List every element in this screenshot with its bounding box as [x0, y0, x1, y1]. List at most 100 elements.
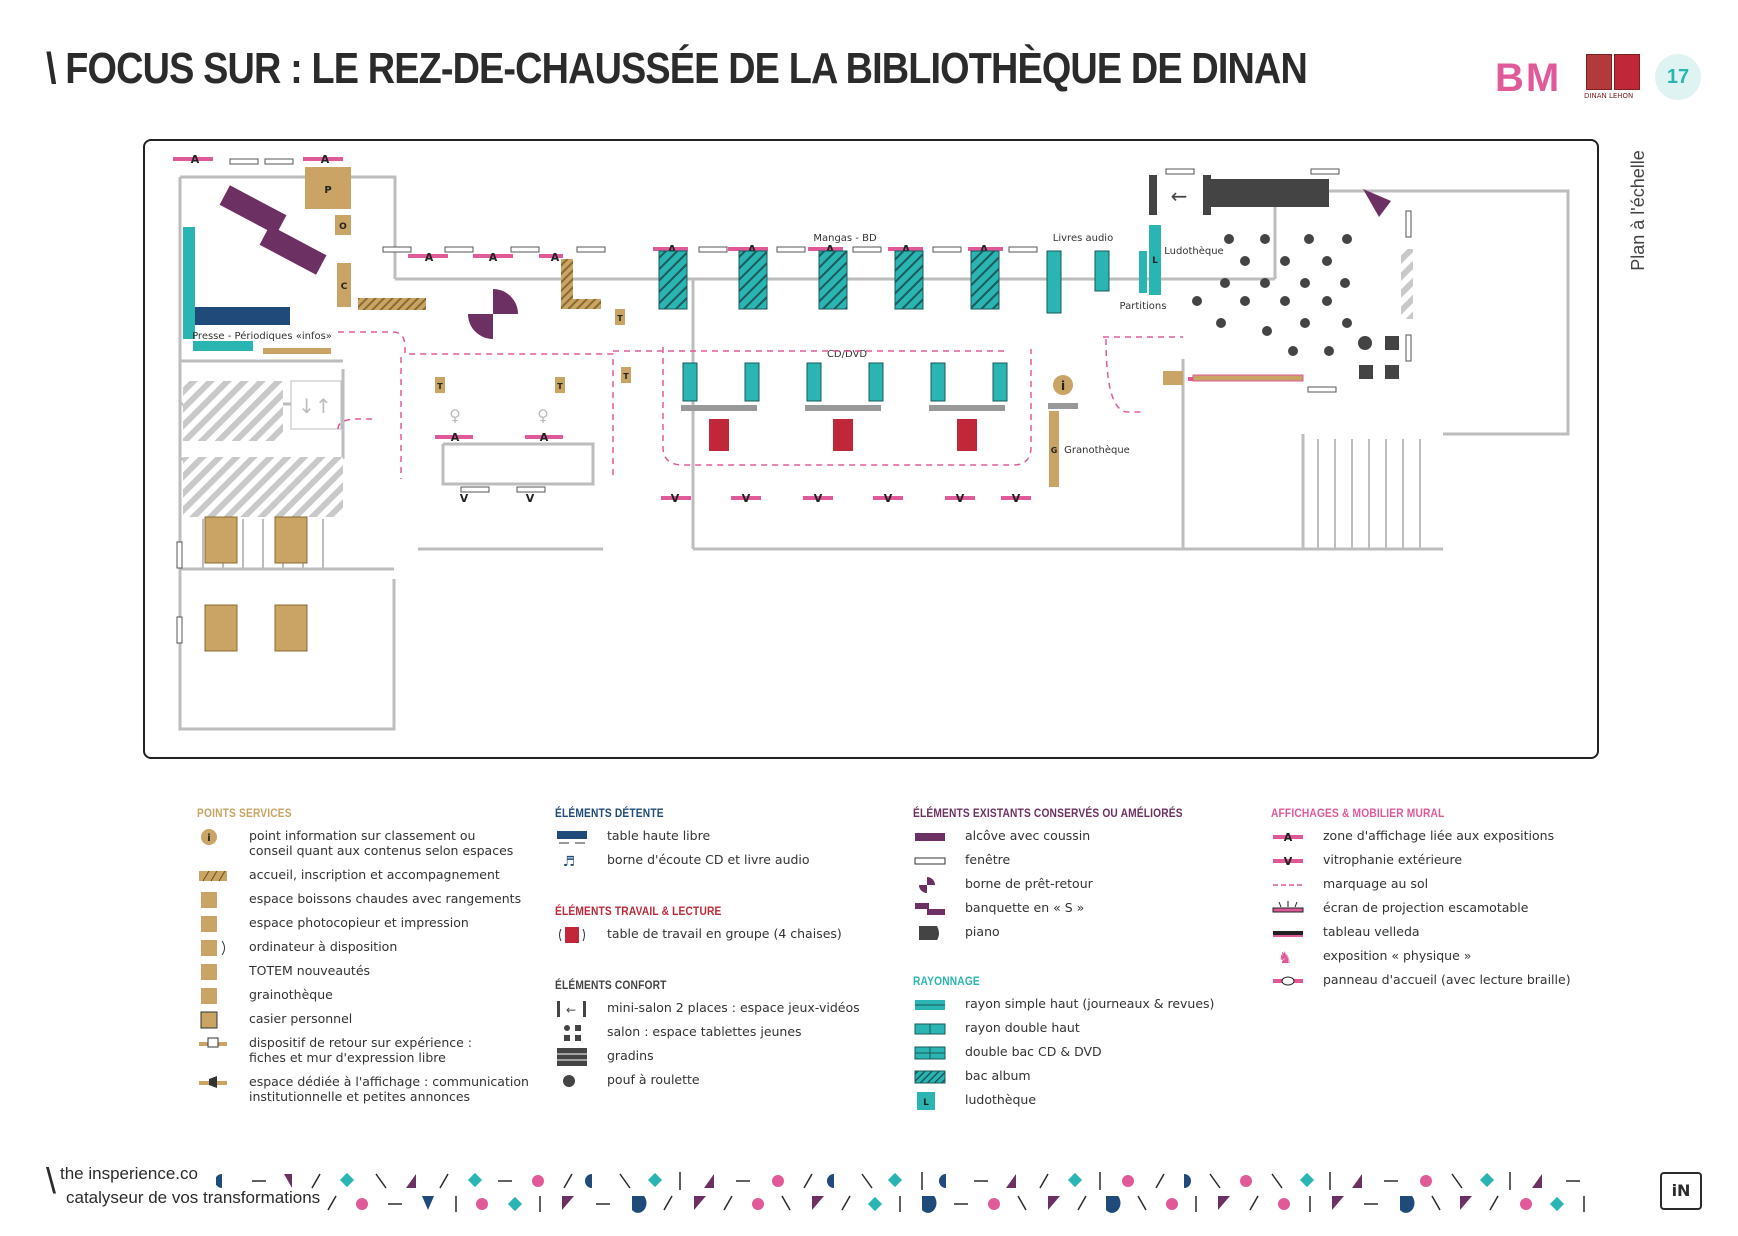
svg-text:V: V: [814, 492, 823, 505]
legend-text: marquage au sol: [1323, 876, 1429, 891]
point-photocopieur: [305, 167, 351, 209]
bac-cd-icon: [914, 1046, 946, 1060]
legend-points-services: POINTS SERVICES i point information sur …: [197, 806, 529, 1113]
group-tables: [204, 516, 308, 652]
svg-text:A: A: [980, 243, 989, 256]
marker-i: i: [1061, 379, 1065, 393]
rayon-double-icon: [914, 1023, 946, 1035]
legend-text: institutionnelle et petites annonces: [249, 1089, 471, 1104]
svg-text:♀: ♀: [449, 406, 461, 425]
legend-item-casier: casier personnel: [197, 1011, 529, 1029]
legend-item-table-groupe: table de travail en groupe (4 chaises): [555, 926, 860, 943]
slash-icon: \: [46, 1160, 57, 1201]
svg-text:V: V: [460, 492, 469, 505]
svg-text:V: V: [1284, 855, 1293, 868]
svg-text:←: ←: [566, 1003, 576, 1017]
svg-text:V: V: [1012, 492, 1021, 505]
velleda-icon: [1273, 931, 1303, 937]
svg-text:↓↑: ↓↑: [298, 394, 332, 418]
photocopieur-icon: [201, 916, 217, 932]
svg-text:♀: ♀: [537, 406, 549, 425]
svg-text:♬: ♬: [563, 854, 576, 870]
storage-zone: [183, 457, 343, 517]
legend-text: borne d'écoute CD et livre audio: [607, 852, 810, 867]
legend-text: table de travail en groupe (4 chaises): [607, 926, 842, 941]
svg-text:A: A: [489, 251, 498, 264]
speech-bubble-icon: [199, 1037, 227, 1048]
legend-item-info: i point information sur classement ou co…: [197, 828, 529, 858]
legend-affichages: AFFICHAGES & MOBILIER MURAL A zone d'aff…: [1271, 806, 1571, 996]
legend-item-table-haute: table haute libre: [555, 828, 860, 844]
legend-text: pouf à roulette: [607, 1072, 700, 1087]
alcove-cushion-2: [259, 225, 327, 275]
legend-text: mini-salon 2 places : espace jeux-vidéos: [607, 1000, 860, 1015]
svg-text:V: V: [526, 492, 535, 505]
marker-o: O: [339, 222, 347, 232]
grainotheque-icon: [201, 988, 217, 1004]
legend-item-totem: TOTEM nouveautés: [197, 963, 529, 980]
legend-item-gradins: gradins: [555, 1048, 860, 1066]
legend-text: grainothèque: [249, 987, 333, 1002]
arrow-left-icon: ←: [1171, 184, 1188, 208]
accueil-hatch-icon: [199, 870, 227, 882]
legend-item-exposition: ♞ exposition « physique »: [1271, 948, 1571, 966]
banquette-icon: [915, 903, 945, 915]
tableau-velleda: [1401, 249, 1413, 319]
piano-icon: [919, 926, 939, 940]
legend-item-vitrophanie: V vitrophanie extérieure: [1271, 852, 1571, 868]
label-livres-audio: Livres audio: [1053, 233, 1113, 244]
shelf-partitions: [1139, 251, 1147, 293]
group-table-icon: [559, 927, 585, 943]
legend-item-ecran: écran de projection escamotable: [1271, 900, 1571, 915]
label-cd-dvd: CD/DVD: [827, 349, 867, 360]
legend-text: banquette en « S »: [965, 900, 1085, 915]
legend-text: rayon double haut: [965, 1020, 1080, 1035]
mini-salon-icon: ←: [557, 1001, 586, 1017]
high-table: [195, 307, 290, 325]
legend-item-ordinateur: ordinateur à disposition: [197, 939, 529, 956]
legend-text: zone d'affichage liée aux expositions: [1323, 828, 1555, 843]
legend-item-affichage: espace dédiée à l'affichage : communicat…: [197, 1074, 529, 1104]
floor-marking-icon: [1273, 884, 1303, 886]
legend-text: double bac CD & DVD: [965, 1044, 1102, 1059]
shelf-ludotheque: [1149, 225, 1161, 295]
legend-item-photocopieur: espace photocopieur et impression: [197, 915, 529, 932]
svg-text:L: L: [923, 1098, 929, 1108]
projection-screen-icon: [1272, 901, 1304, 913]
legend-item-fenetre: fenêtre: [913, 852, 1230, 867]
legend-item-mini-salon: ← mini-salon 2 places : espace jeux-vidé…: [555, 1000, 860, 1017]
svg-text:A: A: [826, 243, 835, 256]
poufs: [1192, 234, 1352, 356]
legend-item-grainotheque: grainothèque: [197, 987, 529, 1004]
tablet-salon: [1358, 336, 1399, 379]
accueil-l-desk: [561, 259, 601, 309]
legend-text: exposition « physique »: [1323, 948, 1472, 963]
legend-item-alcove: alcôve avec coussin: [913, 828, 1230, 843]
borne-pret-retour: [468, 289, 518, 339]
ordinateur-icon: [201, 940, 225, 956]
legend-item-piano: piano: [913, 924, 1230, 940]
legend-text: conseil quant aux contenus selon espaces: [249, 843, 514, 858]
legend-text: ludothèque: [965, 1092, 1037, 1107]
bm-logo: BM: [1495, 56, 1562, 100]
megaphone-icon: [199, 1076, 227, 1088]
legend-title-points-services: POINTS SERVICES: [197, 806, 292, 820]
floor-plan-frame: [143, 139, 1599, 759]
legend-detente: ÉLÉMENTS DÉTENTE table haute libre ♬ bor…: [555, 806, 860, 1096]
legend-text: point information sur classement ou: [249, 828, 476, 843]
marker-c: C: [341, 282, 348, 292]
bac-album-icon: [914, 1070, 946, 1084]
windows: [176, 158, 1412, 644]
accueil-desk: [358, 298, 426, 310]
granotheque-cabinet: [1049, 411, 1059, 487]
footer-tagline: catalyseur de vos transformations: [66, 1188, 321, 1207]
elevator-zone: [183, 381, 283, 441]
legend-text: dispositif de retour sur expérience :: [249, 1035, 472, 1050]
shelf-livres-audio-1: [1046, 250, 1062, 314]
legend-title-existants: ÉLÉMENTS EXISTANTS CONSERVÉS OU AMÉLIORÉ…: [913, 806, 1183, 820]
totem-icon: [201, 964, 217, 980]
legend-item-borne-pret: borne de prêt-retour: [913, 876, 1230, 893]
svg-text:T: T: [437, 382, 443, 391]
